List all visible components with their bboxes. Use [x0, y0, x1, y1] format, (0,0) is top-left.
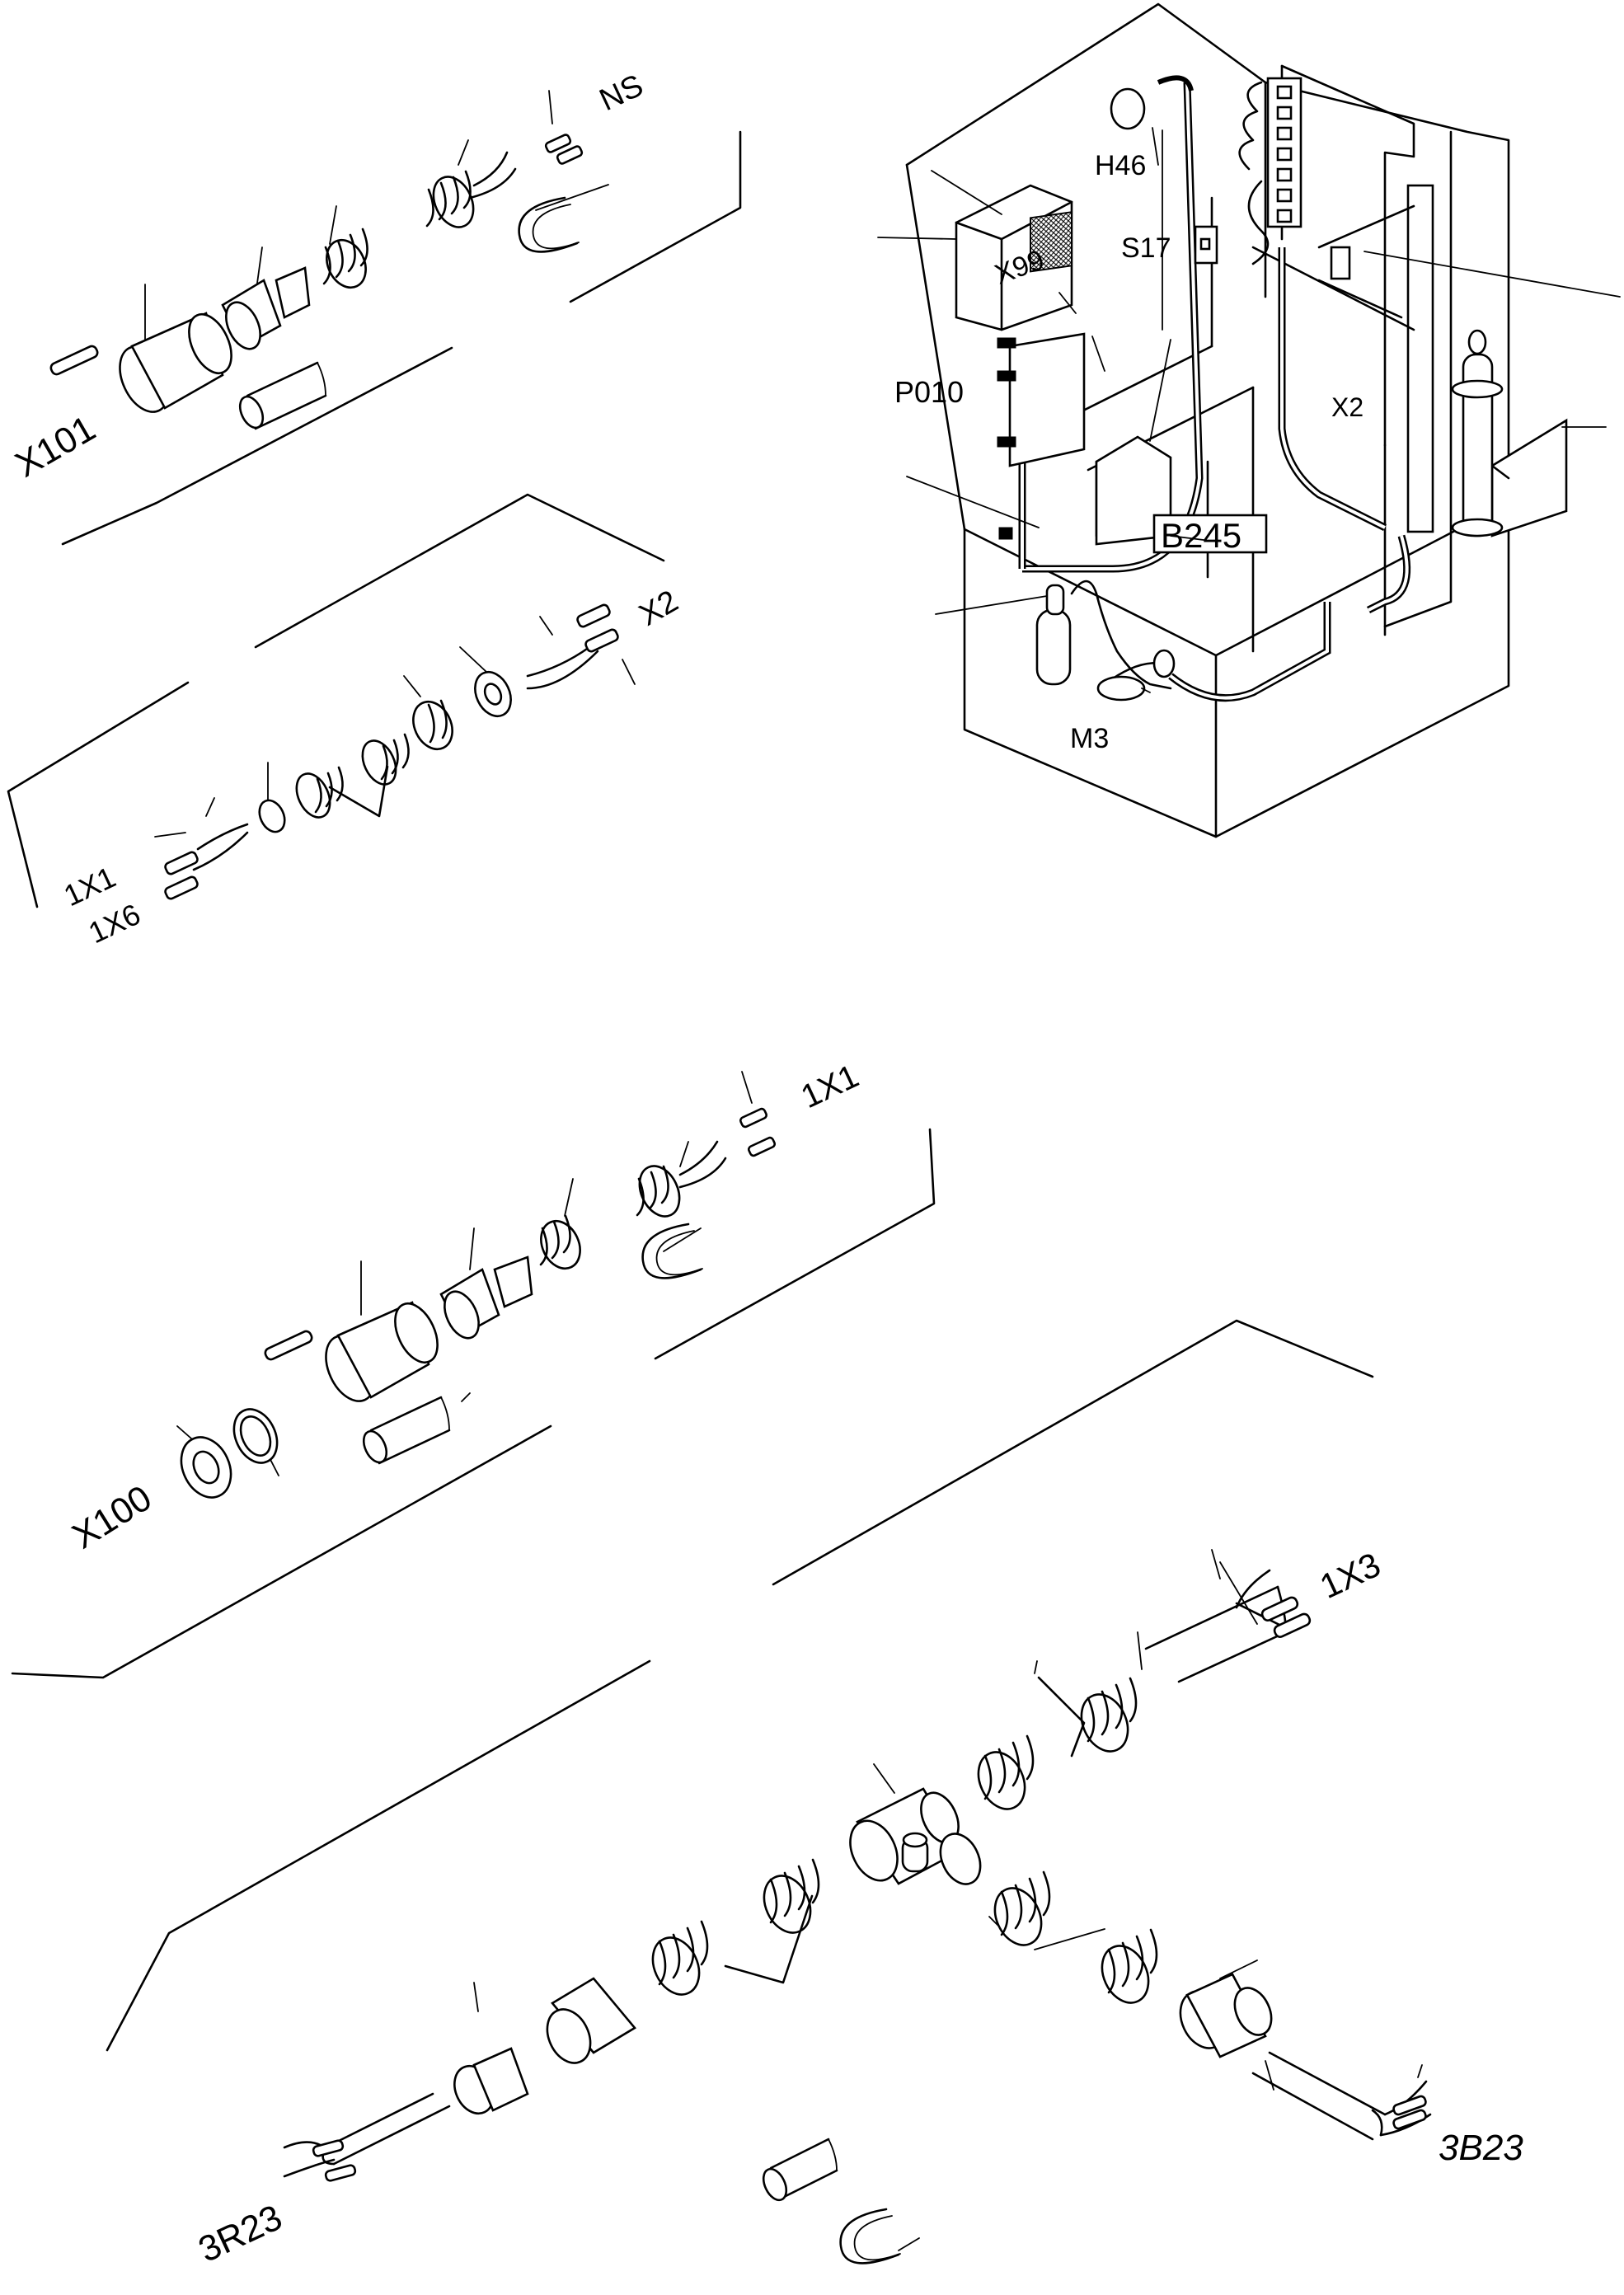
label-1x1-top: 1X1 [59, 860, 120, 913]
cable-connector-icon [325, 1301, 439, 1402]
label-1x6: 1X6 [83, 897, 145, 950]
label-x101: X101 [9, 408, 102, 486]
nut-icon [453, 2047, 529, 2115]
cable-gland-icon [539, 1214, 581, 1270]
cable-gland-icon [1080, 1677, 1138, 1753]
relay-box-icon [1490, 418, 1568, 537]
ferrule-icon [1392, 2095, 1427, 2130]
ferrule-icon [312, 2139, 357, 2182]
cable-gland-icon [1101, 1928, 1158, 2004]
cable-gland-icon [425, 170, 475, 228]
cable-gland-icon [993, 1870, 1051, 1946]
ferrule-icon [164, 851, 199, 900]
ferrule-icon [544, 90, 584, 165]
assembly-x2: X2 1X1 1X6 [7, 493, 684, 950]
label-x2-top: X2 [634, 584, 684, 633]
ring-icon [258, 799, 286, 833]
cable-connector-icon [546, 1977, 636, 2064]
cable-clip-icon [839, 2208, 920, 2264]
cabinet-diagram: H46 S17 X99 P010 X2 B245 M3 [877, 2, 1621, 838]
label-3r23: 3R23 [193, 2197, 289, 2270]
label-x100: X100 [65, 1477, 158, 1556]
assembly-t-junction: 1X3 3B23 3R23 [106, 1319, 1523, 2270]
washer-icon [474, 670, 512, 718]
label-3b23: 3B23 [1439, 2128, 1523, 2168]
label-ns: NS [594, 68, 649, 118]
nut-icon [180, 1436, 232, 1499]
cable-connector-icon [1179, 1973, 1273, 2058]
nut-icon [439, 1255, 533, 1340]
cable-sheath-icon [762, 2138, 838, 2202]
t-junction-icon [849, 1787, 982, 1885]
cable-connector-icon [119, 312, 232, 413]
label-p010: P010 [894, 375, 964, 409]
switch-icon [1194, 225, 1218, 265]
label-x2-box: X2 [1331, 392, 1364, 422]
motor-m3 [1035, 580, 1176, 702]
label-h46: H46 [1095, 150, 1146, 181]
label-s17: S17 [1121, 232, 1171, 264]
tube-icon [1451, 329, 1504, 537]
cable-gland-icon [651, 1920, 709, 1996]
nut-icon [412, 699, 453, 751]
label-1x3: 1X3 [1314, 1545, 1387, 1606]
label-1x1-mid: 1X1 [796, 1058, 864, 1115]
ferrule-icon [576, 603, 619, 653]
cable-gland-icon [295, 766, 344, 819]
cable-clip-icon [518, 196, 580, 253]
cable-sheath-icon [362, 1392, 471, 1465]
sensor-b245 [1095, 435, 1268, 554]
pin-icon [49, 345, 99, 376]
cable-clip-icon [641, 1223, 703, 1279]
ferrule-icon [1260, 1596, 1312, 1638]
label-b245: B245 [1161, 516, 1241, 555]
assembly-x101: NS X101 [9, 68, 742, 546]
cable-gland-icon [361, 733, 410, 786]
panel-p010 [1008, 211, 1086, 467]
pin-icon [264, 1330, 313, 1361]
washer-icon [232, 1408, 279, 1464]
nut-icon [221, 266, 311, 350]
label-m3: M3 [1070, 723, 1109, 754]
lamp-icon [1110, 87, 1159, 166]
terminal-strip-icon [1266, 77, 1302, 228]
cable-gland-icon [322, 228, 368, 289]
assembly-x100: 1X1 X100 [11, 1058, 936, 1679]
cable-gland-icon [977, 1734, 1035, 1810]
cable-gland-icon [636, 1165, 681, 1218]
cable-sheath-icon [238, 361, 327, 430]
ferrule-icon [739, 1107, 777, 1157]
